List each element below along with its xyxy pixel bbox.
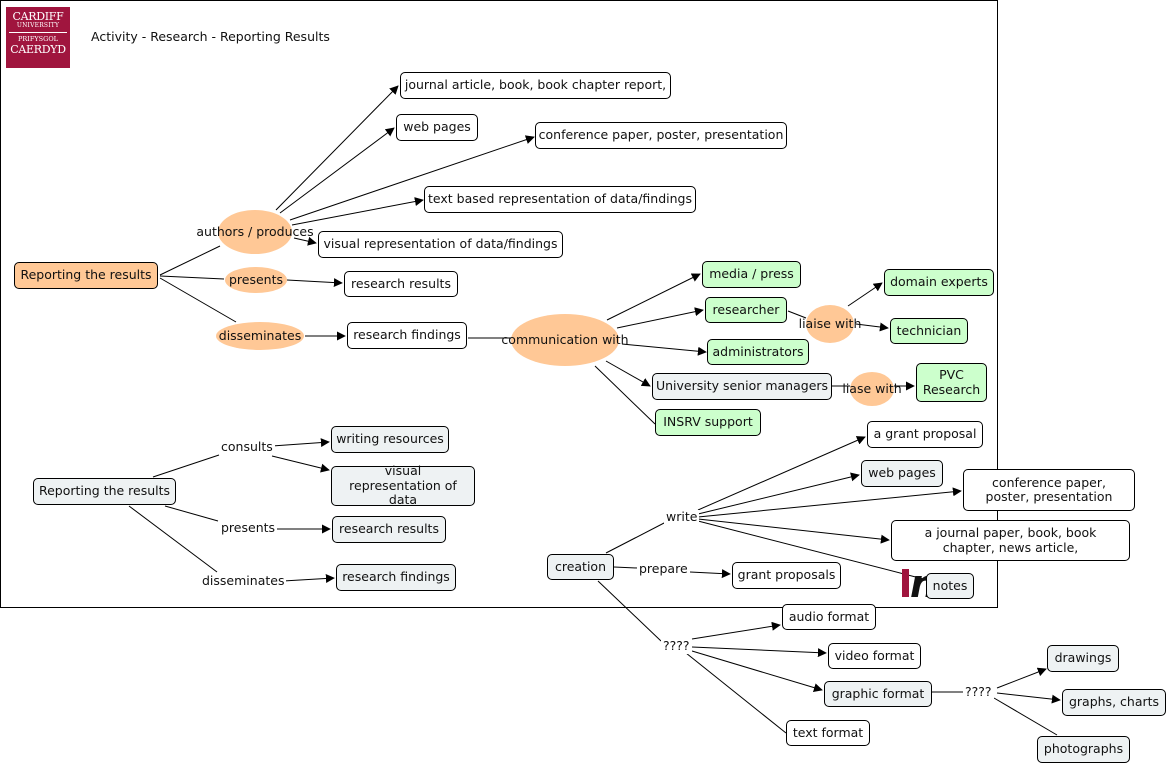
liaise-with-node[interactable]: liaise with <box>799 305 861 343</box>
drawings-node[interactable]: drawings <box>1047 645 1119 672</box>
research-findings-node-2[interactable]: research findings <box>336 564 456 591</box>
visual-representation-node[interactable]: visual representation of data/findings <box>318 231 563 258</box>
senior-managers-node[interactable]: University senior managers <box>652 373 832 400</box>
disseminates-node[interactable]: disseminates <box>216 322 304 350</box>
journal-paper-node[interactable]: a journal paper, book, book chapter, new… <box>891 520 1130 561</box>
conference-paper-node[interactable]: conference paper, poster, presentation <box>535 122 787 149</box>
web-pages-node-2[interactable]: web pages <box>861 460 943 487</box>
grant-proposal-node[interactable]: a grant proposal <box>867 421 983 448</box>
text-format-node[interactable]: text format <box>786 720 870 746</box>
unknown-label-2: ???? <box>963 684 994 700</box>
audio-format-node[interactable]: audio format <box>782 604 876 630</box>
video-format-node[interactable]: video format <box>828 643 921 669</box>
unknown-label-1: ???? <box>661 638 692 654</box>
graphs-charts-node[interactable]: graphs, charts <box>1062 689 1166 716</box>
text-representation-node[interactable]: text based representation of data/findin… <box>424 186 696 213</box>
research-results-node[interactable]: research results <box>344 271 458 297</box>
research-findings-node[interactable]: research findings <box>347 322 467 349</box>
research-results-node-2[interactable]: research results <box>332 516 446 543</box>
consults-label: consults <box>219 439 275 455</box>
page-title: Activity - Research - Reporting Results <box>91 29 330 44</box>
communication-with-node[interactable]: communication with <box>501 314 629 366</box>
reporting-results-root-2[interactable]: Reporting the results <box>33 478 176 505</box>
reporting-results-root-1[interactable]: Reporting the results <box>14 262 158 289</box>
web-pages-node[interactable]: web pages <box>396 114 478 141</box>
notes-node[interactable]: notes <box>926 573 974 599</box>
insrv-support-node[interactable]: INSRV support <box>655 409 761 436</box>
administrators-node[interactable]: administrators <box>707 339 809 365</box>
presents-label-2: presents <box>219 520 278 536</box>
researcher-node[interactable]: researcher <box>705 297 787 323</box>
visual-representation-data-node[interactable]: visual representation of data <box>331 464 475 507</box>
creation-node[interactable]: creation <box>547 554 614 580</box>
diagram-frame <box>0 0 998 608</box>
authors-produces-node[interactable]: authors / produces <box>196 210 314 254</box>
writing-resources-node[interactable]: writing resources <box>331 426 449 453</box>
graphic-format-node[interactable]: graphic format <box>824 681 932 707</box>
cardiff-university-logo: CARDIFF UNIVERSITY PRIFYSGOL CAERDYD <box>6 7 70 68</box>
domain-experts-node[interactable]: domain experts <box>884 269 994 296</box>
write-label: write <box>664 509 700 525</box>
grant-proposals-node[interactable]: grant proposals <box>732 562 841 589</box>
media-press-node[interactable]: media / press <box>702 261 801 288</box>
presents-node[interactable]: presents <box>225 267 287 293</box>
technician-node[interactable]: technician <box>890 318 968 344</box>
journal-article-node[interactable]: journal article, book, book chapter repo… <box>400 72 671 99</box>
disseminates-label-2: disseminates <box>200 573 287 589</box>
liase-with-node[interactable]: liase with <box>842 372 902 406</box>
prepare-label: prepare <box>637 561 690 577</box>
pvc-research-node[interactable]: PVC Research <box>916 363 987 402</box>
conference-paper-node-2[interactable]: conference paper, poster, presentation <box>963 469 1135 511</box>
photographs-node[interactable]: photographs <box>1037 736 1130 763</box>
